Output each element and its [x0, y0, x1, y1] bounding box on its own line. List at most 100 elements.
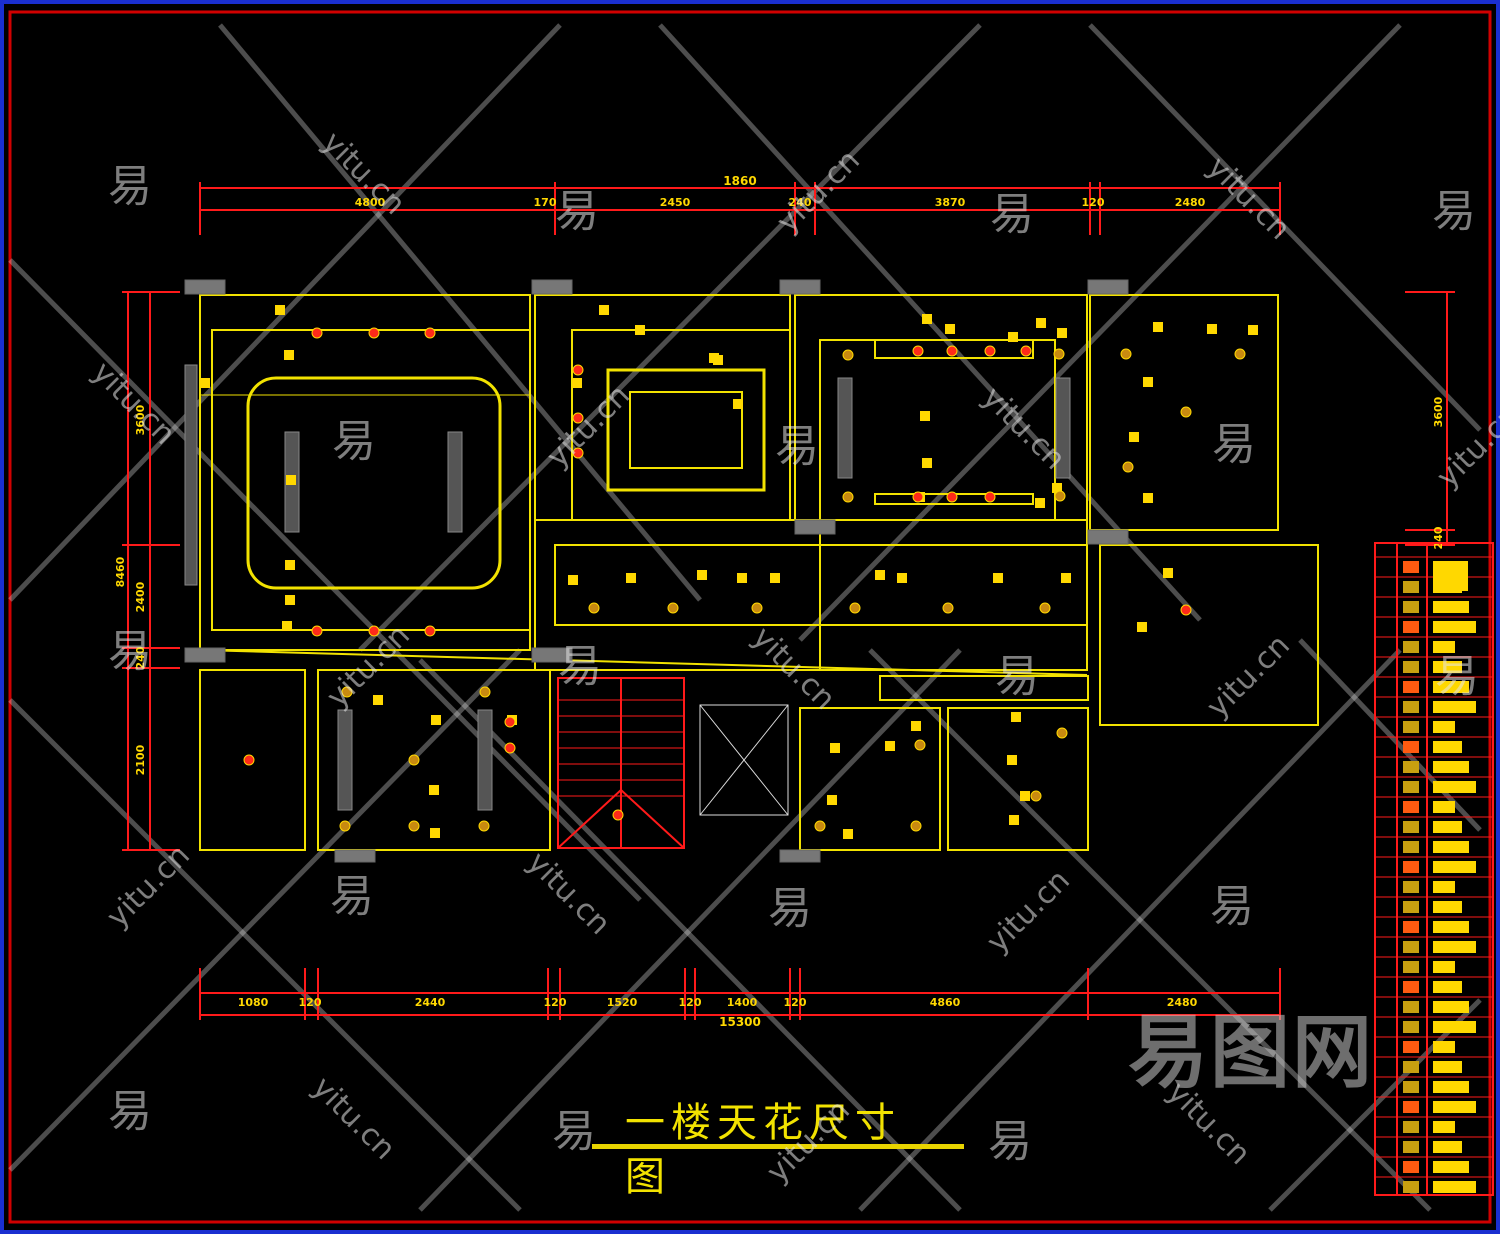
watermark-line	[1298, 638, 1482, 832]
downlight	[368, 327, 380, 339]
elevator-shaft	[699, 704, 789, 816]
legend-text-block	[1433, 661, 1462, 673]
legend-symbol	[1403, 1161, 1419, 1173]
legend-symbol	[1403, 781, 1419, 793]
legend-symbol	[1403, 921, 1419, 933]
wall-lamp	[408, 820, 420, 832]
legend-text-block	[1433, 741, 1462, 753]
room-bedroom-2	[947, 707, 1089, 851]
room-bath-1	[199, 669, 306, 851]
light-fixture	[200, 378, 210, 388]
watermark-char: 易	[108, 161, 152, 212]
room-side	[1099, 544, 1319, 726]
watermark-line	[868, 648, 1432, 1212]
column	[184, 279, 226, 295]
wall-lamp	[814, 820, 826, 832]
stair-line	[620, 789, 685, 849]
dimension-label-right: 3600	[1432, 396, 1445, 427]
legend-text-block	[1433, 801, 1455, 813]
wall-lamp	[341, 686, 353, 698]
legend-symbol	[1403, 861, 1419, 873]
watermark-char: 易	[1210, 881, 1254, 932]
ceiling-tray-dining	[606, 368, 766, 492]
legend-symbol	[1403, 1081, 1419, 1093]
downlight	[504, 742, 516, 754]
legend-symbol	[1403, 1101, 1419, 1113]
legend-text-block	[1433, 1081, 1469, 1093]
light-fixture	[1009, 815, 1019, 825]
light-fixture	[1248, 325, 1258, 335]
light-fixture	[713, 355, 723, 365]
light-fixture	[275, 305, 285, 315]
light-fixture	[431, 715, 441, 725]
light-fixture	[897, 573, 907, 583]
light-fixture	[568, 575, 578, 585]
light-fixture	[697, 570, 707, 580]
light-fixture	[885, 741, 895, 751]
column	[779, 849, 821, 863]
light-fixture	[1143, 377, 1153, 387]
wall-lamp	[910, 820, 922, 832]
wall-lamp	[1039, 602, 1051, 614]
watermark-char: 易	[555, 186, 599, 237]
light-fixture	[599, 305, 609, 315]
downlight	[912, 345, 924, 357]
legend-text-block	[1433, 981, 1462, 993]
light-fixture	[1153, 322, 1163, 332]
light-fixture	[429, 785, 439, 795]
legend-symbol	[1403, 1141, 1419, 1153]
light-fixture	[922, 458, 932, 468]
title-underline	[592, 1144, 964, 1149]
legend-symbol	[1403, 761, 1419, 773]
watermark-char: 易	[1212, 419, 1256, 470]
wall-line	[199, 649, 1088, 676]
legend-table	[1374, 542, 1494, 1196]
wall-lamp	[1122, 461, 1134, 473]
watermark-char: 易	[775, 421, 819, 472]
downlight	[243, 754, 255, 766]
dimension-label-top: 4800	[355, 196, 386, 209]
watermark-line	[858, 648, 1402, 1212]
wall-lamp	[849, 602, 861, 614]
legend-text-block	[1433, 861, 1476, 873]
watermark-line	[418, 648, 962, 1212]
legend-symbol	[1403, 1001, 1419, 1013]
downlight	[912, 491, 924, 503]
light-fixture	[286, 475, 296, 485]
legend-text-block	[1433, 1061, 1462, 1073]
light-fixture	[733, 399, 743, 409]
watermark-char: 易	[990, 189, 1034, 240]
light-fixture	[920, 411, 930, 421]
light-fixture	[911, 721, 921, 731]
legend-text-block	[1433, 1101, 1476, 1113]
light-fixture	[827, 795, 837, 805]
light-fixture	[1061, 573, 1071, 583]
room-bedroom-1	[317, 669, 551, 851]
dimension-label-bottom: 120	[544, 996, 567, 1009]
light-fixture	[285, 595, 295, 605]
light-fixture	[830, 743, 840, 753]
wall-lamp	[1030, 790, 1042, 802]
legend-text-block	[1433, 601, 1469, 613]
watermark-char: 易	[558, 641, 602, 692]
watermark-char: 易	[1435, 651, 1479, 702]
dimension-label-bottom: 120	[784, 996, 807, 1009]
legend-text-block	[1433, 681, 1469, 693]
wall-lamp	[1120, 348, 1132, 360]
downlight	[311, 625, 323, 637]
watermark-line	[218, 23, 702, 602]
downlight	[572, 412, 584, 424]
legend-text-block	[1433, 781, 1476, 793]
wall-lamp	[478, 820, 490, 832]
legend-symbol	[1403, 821, 1419, 833]
light-fixture	[922, 314, 932, 324]
light-fixture	[1163, 568, 1173, 578]
wall-lamp	[1056, 727, 1068, 739]
downlight	[424, 327, 436, 339]
legend-symbol	[1403, 1021, 1419, 1033]
room-bath-2	[799, 707, 941, 851]
dimension-label-top: 2480	[1175, 196, 1206, 209]
downlight	[424, 625, 436, 637]
light-fixture	[1057, 328, 1067, 338]
dimension-label-bottom: 2480	[1167, 996, 1198, 1009]
